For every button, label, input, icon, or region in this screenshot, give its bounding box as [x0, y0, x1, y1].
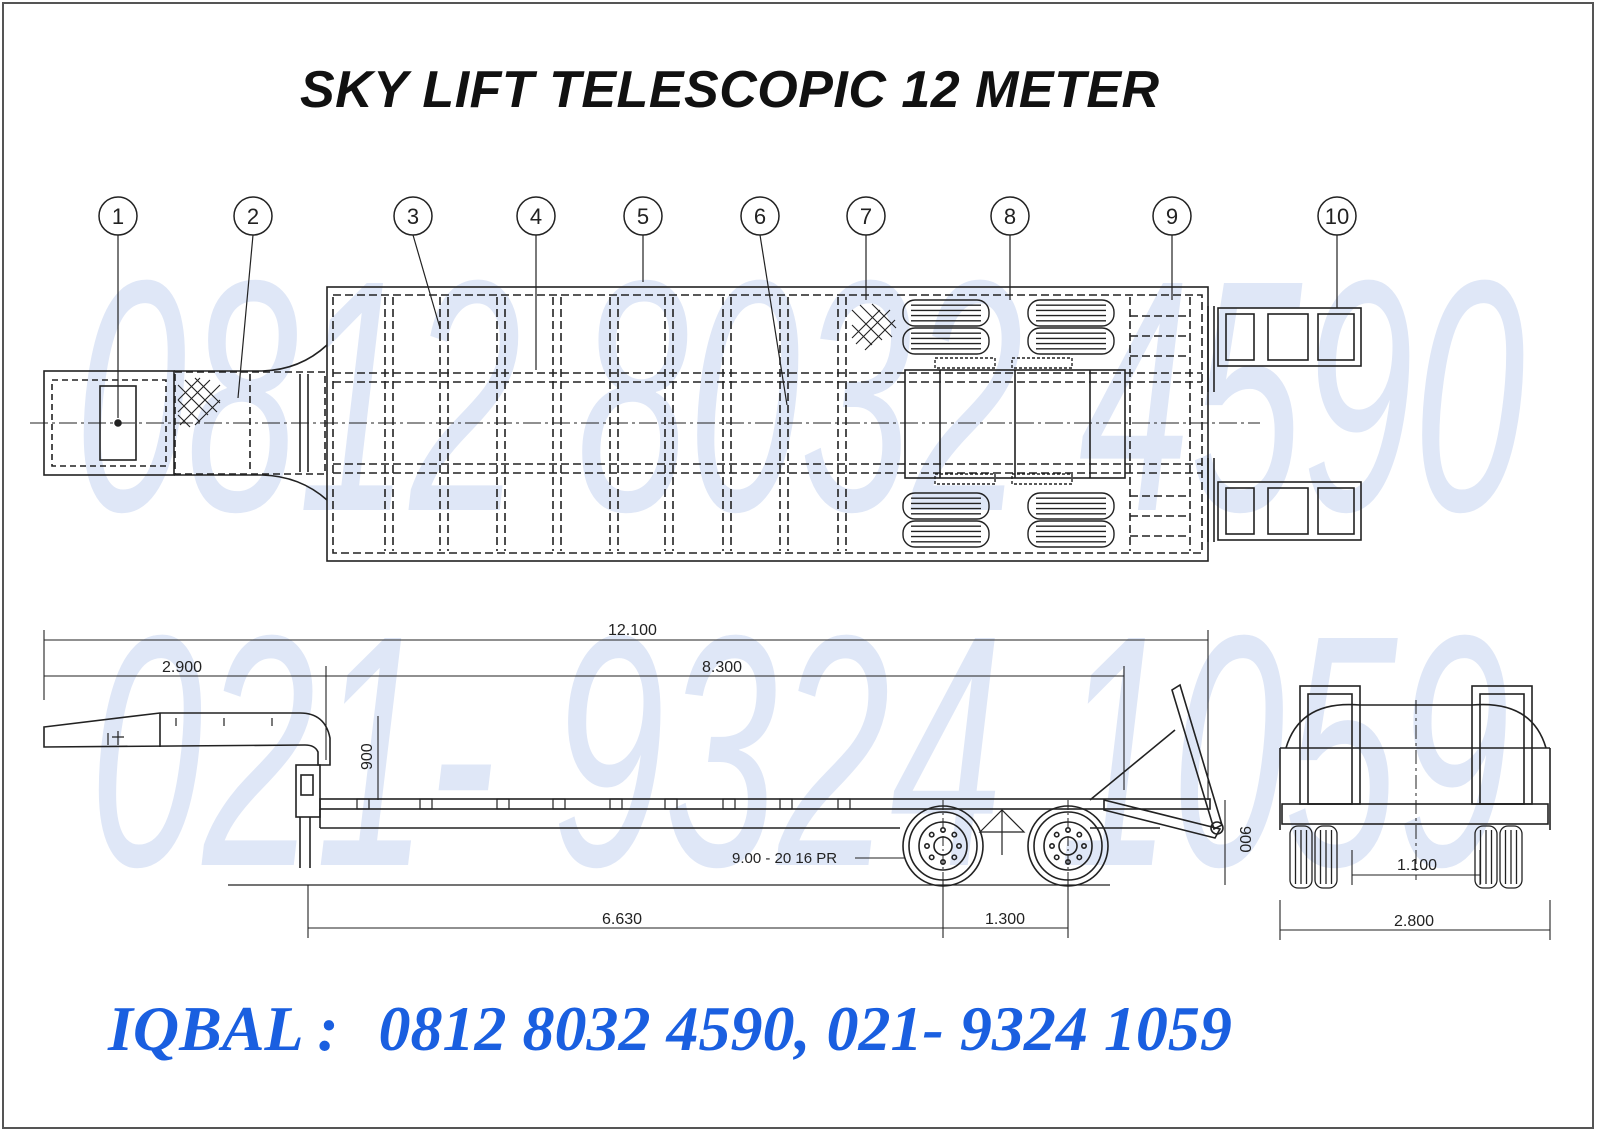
dim-kingpin-to-axle: 6.630 — [602, 911, 642, 928]
callout-5: 5 — [637, 204, 649, 229]
dim-gooseneck-height: 900 — [359, 743, 376, 770]
callout-10: 10 — [1325, 204, 1349, 229]
contact-phones: 0812 8032 4590, 021- 9324 1059 — [378, 993, 1232, 1064]
callout-7: 7 — [860, 204, 872, 229]
callout-1: 1 — [112, 204, 124, 229]
dim-ramp-height: 900 — [1236, 826, 1253, 853]
loading-ramps — [1207, 306, 1362, 542]
contact-line: IQBAL :0812 8032 4590, 021- 9324 1059 — [108, 992, 1232, 1066]
callout-8: 8 — [1004, 204, 1016, 229]
dim-track-width: 1.100 — [1397, 857, 1437, 874]
rear-dimension-lines — [1279, 850, 1551, 940]
watermark-line-1: 0812 8032 4590 — [75, 211, 1526, 580]
callout-2-hatch — [177, 377, 221, 428]
callout-3: 3 — [407, 204, 419, 229]
dim-deck-length: 8.300 — [702, 659, 742, 676]
callout-7-hatch — [851, 303, 897, 351]
page-title: SKY LIFT TELESCOPIC 12 METER — [300, 61, 1160, 119]
watermark-line-2: 021- 9324 1059 — [90, 566, 1510, 935]
callout-markers: 1 2 3 4 5 6 7 8 9 10 — [98, 196, 1357, 418]
tyre-spec-label: 9.00 - 20 16 PR — [732, 850, 837, 867]
contact-name: IQBAL — [108, 993, 302, 1064]
dim-overall-length: 12.100 — [608, 622, 657, 639]
callout-9: 9 — [1166, 204, 1178, 229]
dim-axle-spacing: 1.300 — [985, 911, 1025, 928]
dim-overall-width: 2.800 — [1394, 913, 1434, 930]
rear-view — [1279, 685, 1551, 889]
side-view — [43, 683, 1224, 895]
side-dimension-lines — [43, 630, 1226, 938]
callout-2: 2 — [247, 204, 259, 229]
contact-separator: : — [317, 993, 339, 1064]
callout-6: 6 — [754, 204, 766, 229]
dim-gooseneck-length: 2.900 — [162, 659, 202, 676]
callout-4: 4 — [530, 204, 542, 229]
plan-view — [30, 286, 1362, 562]
